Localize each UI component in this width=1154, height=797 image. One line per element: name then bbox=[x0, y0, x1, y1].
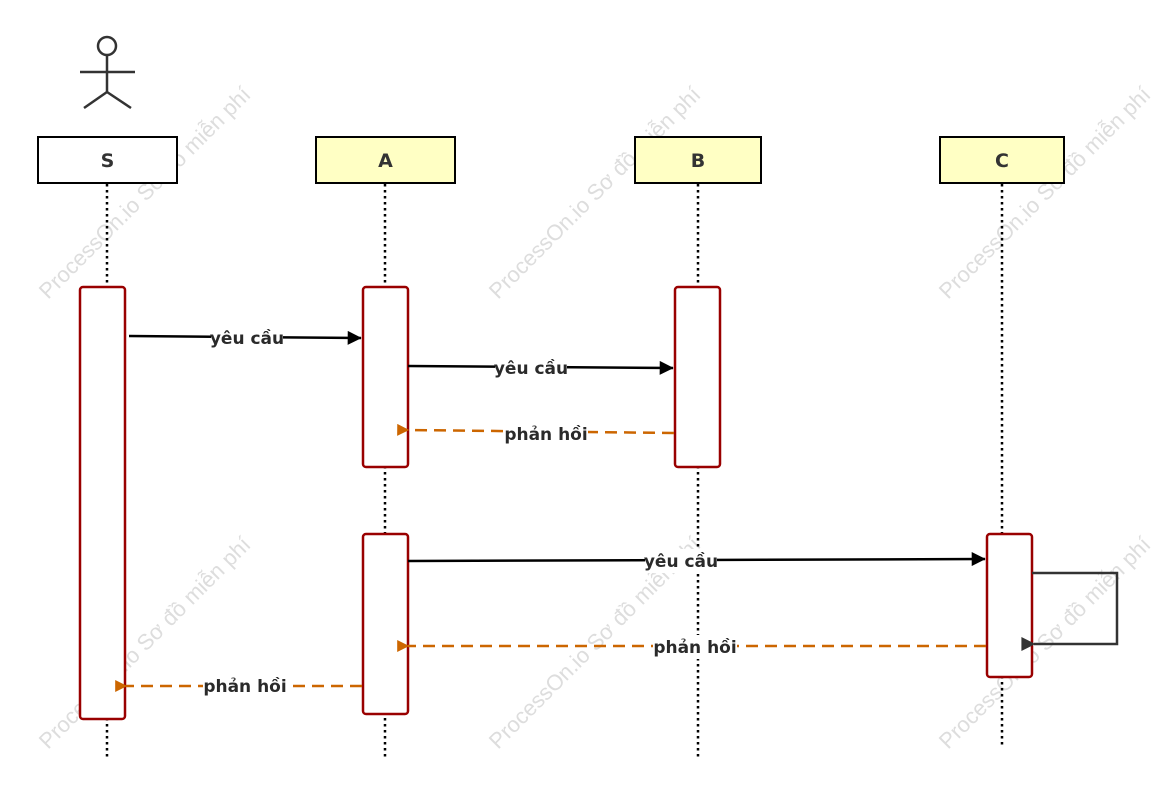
message-label: phản hồi bbox=[504, 424, 587, 445]
participant-label: A bbox=[378, 150, 393, 172]
participant-c[interactable]: C bbox=[939, 136, 1065, 184]
participant-label: C bbox=[995, 150, 1009, 172]
label-bg bbox=[495, 356, 567, 380]
participant-a[interactable]: A bbox=[315, 136, 456, 184]
label-bg bbox=[504, 422, 588, 446]
message-label: yêu cầu bbox=[644, 551, 718, 572]
message-label: yêu cầu bbox=[210, 328, 284, 349]
self-call-arrow[interactable] bbox=[1021, 571, 1119, 651]
activation-a-1[interactable] bbox=[361, 285, 410, 469]
activation-b[interactable] bbox=[673, 285, 722, 469]
actor-icon bbox=[80, 35, 135, 110]
activation-s[interactable] bbox=[78, 285, 127, 721]
label-bg bbox=[645, 549, 717, 573]
activation-a-2[interactable] bbox=[361, 532, 410, 716]
participant-b[interactable]: B bbox=[634, 136, 762, 184]
watermark: ProcessOn.io Sơ đồ miễn phí bbox=[34, 82, 256, 304]
participant-label: B bbox=[691, 150, 705, 172]
label-bg bbox=[211, 326, 283, 350]
watermark: ProcessOn.io Sơ đồ miễn phí bbox=[34, 532, 256, 754]
participant-label: S bbox=[101, 150, 115, 172]
label-bg bbox=[653, 635, 737, 659]
participant-s[interactable]: S bbox=[37, 136, 178, 184]
message-label: phản hồi bbox=[653, 637, 736, 658]
message-label: yêu cầu bbox=[494, 358, 568, 379]
message-label: phản hồi bbox=[203, 676, 286, 697]
watermark: ProcessOn.io Sơ đồ miễn phí bbox=[484, 82, 706, 304]
activation-c[interactable] bbox=[985, 532, 1034, 679]
label-bg bbox=[203, 675, 287, 699]
watermark: ProcessOn.io Sơ đồ miễn phí bbox=[934, 82, 1154, 304]
